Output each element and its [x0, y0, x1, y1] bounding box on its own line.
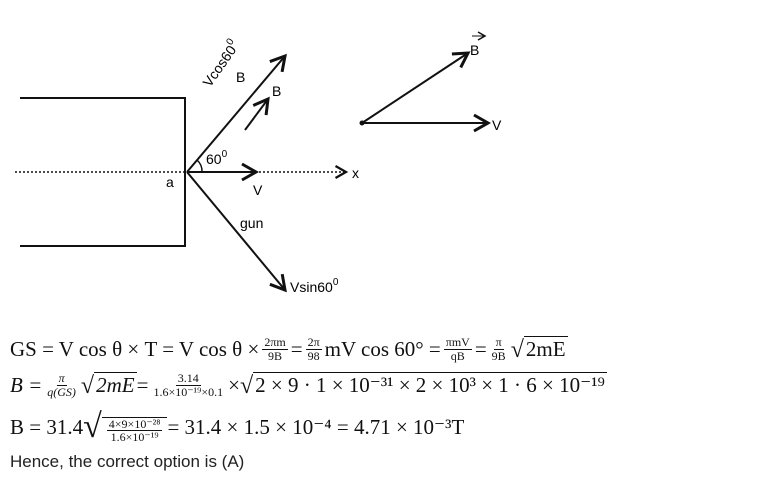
denominator: 1.6×10⁻¹⁹ — [110, 430, 159, 445]
expr: = — [136, 372, 149, 397]
b-arrow — [186, 53, 287, 173]
square-root: √2 × 9 · 1 × 10⁻³¹ × 2 × 10³ × 1 · 6 × 1… — [239, 372, 607, 400]
b-vector-arrow — [361, 51, 471, 124]
expr: B = 31.4 — [10, 414, 84, 439]
square-root: √2mE — [80, 372, 137, 400]
numerator: 3.14 — [175, 371, 201, 386]
label-b1: B — [236, 69, 245, 85]
numerator: 4×9×10⁻²⁸ — [106, 416, 163, 432]
expr: B = — [10, 372, 43, 397]
radicand: 2mE — [94, 372, 137, 398]
radicand: 2 × 9 · 1 × 10⁻³¹ × 2 × 10³ × 1 · 6 × 10… — [253, 372, 607, 398]
expr: = — [290, 336, 303, 361]
b-small-arrow — [244, 96, 270, 131]
numerator: 2πm — [262, 335, 288, 350]
label-v-right: V — [492, 117, 502, 133]
denominator: qB — [450, 348, 465, 363]
expr: GS = V cos θ × T = V cos θ × — [10, 336, 260, 361]
denominator: q(GS) — [47, 384, 76, 399]
numerator: π — [56, 371, 67, 386]
label-v: V — [253, 182, 263, 198]
expr: = 31.4 × 1.5 × 10⁻⁴ = 4.71 × 10⁻³T — [167, 414, 465, 439]
denominator: 9B — [268, 348, 283, 363]
numerator: 2π — [305, 335, 322, 350]
label-vsin60: Vsin600 — [290, 277, 339, 295]
expr: × — [228, 372, 240, 397]
expr: = — [474, 336, 487, 361]
angle-arc — [196, 159, 203, 173]
expr: mV cos 60° = — [324, 336, 441, 361]
label-b-vector: B — [470, 42, 479, 58]
label-x: x — [352, 165, 359, 181]
label-a: a — [166, 174, 174, 190]
square-root: √2mE — [510, 336, 568, 364]
label-gun: gun — [240, 215, 263, 231]
label-angle: 600 — [206, 149, 228, 167]
radicand: 2mE — [523, 336, 568, 362]
vsin-arrow — [186, 171, 287, 293]
denominator: 98 — [307, 348, 320, 363]
conclusion-text: Hence, the correct option is (A) — [10, 452, 245, 471]
electron-gun-diagram: Vcos600 B B 600 a V x gun Vsin600 V B — [15, 31, 502, 295]
denominator: 1.6×10⁻¹⁹×0.1 — [153, 384, 224, 399]
label-b2: B — [272, 83, 281, 99]
numerator: πmV — [443, 335, 472, 350]
numerator: π — [493, 335, 504, 350]
denominator: 9B — [491, 348, 506, 363]
